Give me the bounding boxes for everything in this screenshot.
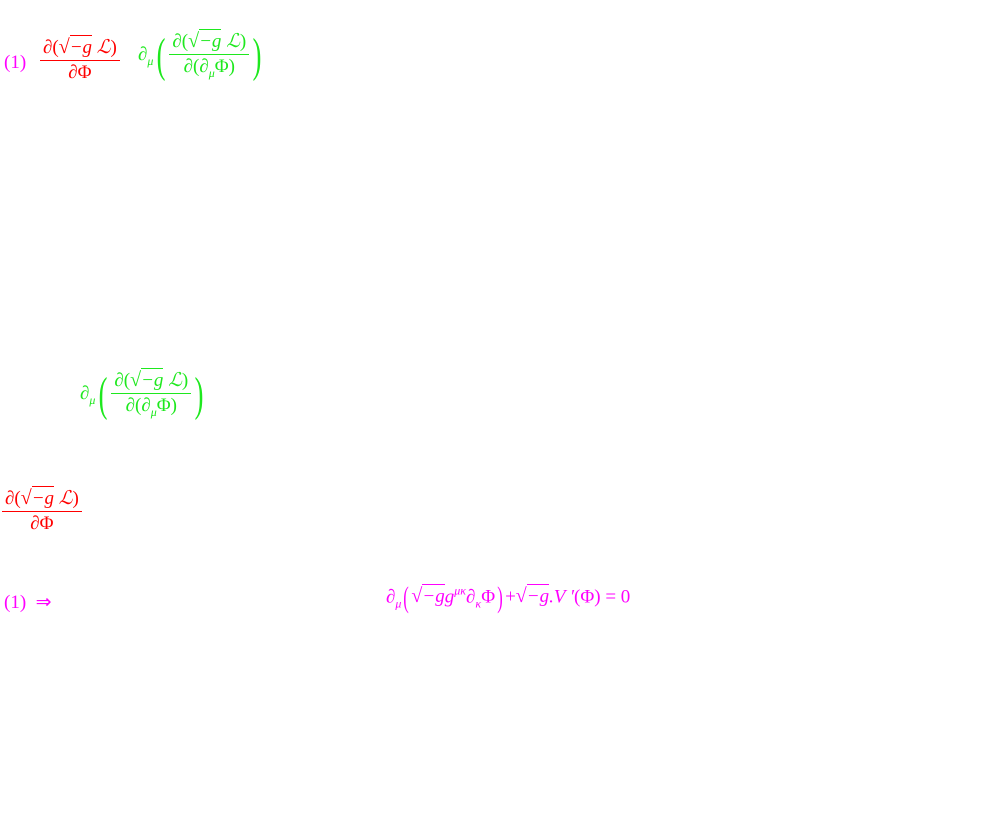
green-derivative-middle: ∂μ( ∂(√−g ℒ) ∂(∂μΦ) ) [80, 367, 204, 421]
green-derivative-top: ∂μ( ∂(√−g ℒ) ∂(∂μΦ) ) [138, 28, 262, 82]
field-equation: ∂μ(√−ggμκ∂κΦ)+√−g.V ′(Φ) = 0 [386, 581, 631, 614]
equation-label-1: (1) [4, 52, 27, 73]
red-fraction-lower: ∂(√−g ℒ) ∂Φ [2, 486, 82, 535]
equation-label-2: (1) ⇒ [4, 592, 52, 613]
implies-arrow: ⇒ [35, 592, 52, 613]
red-fraction-top: ∂(√−g ℒ) ∂Φ [40, 35, 120, 84]
